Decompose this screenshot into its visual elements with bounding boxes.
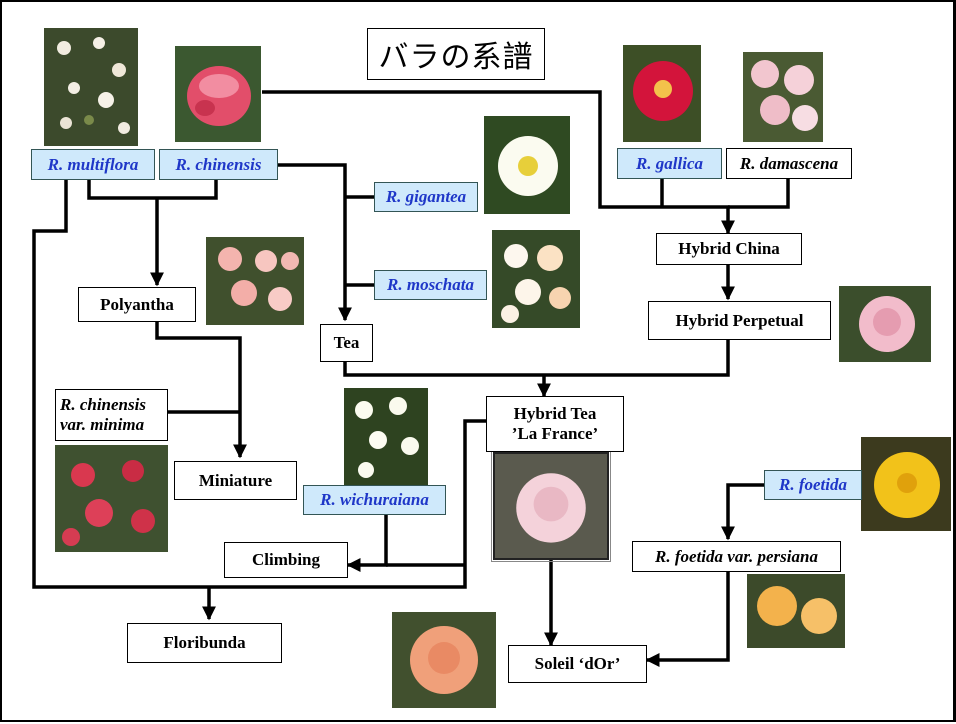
polyantha-photo — [206, 237, 304, 325]
node-hybrid-tea-la-france: Hybrid Tea ’La France’ — [486, 396, 624, 452]
minima-label-line2: var. minima — [60, 415, 145, 434]
node-climbing: Climbing — [224, 542, 348, 578]
connector-multiflora-chinensis-join — [87, 180, 218, 200]
la-france-label: ’La France’ — [511, 424, 599, 443]
la-france-photo — [491, 450, 611, 562]
node-miniature: Miniature — [174, 461, 297, 500]
node-r-gallica: R. gallica — [617, 148, 722, 179]
connector-persiana-soleil — [645, 572, 730, 667]
node-r-chinensis: R. chinensis — [159, 149, 278, 180]
node-r-gigantea: R. gigantea — [374, 182, 478, 212]
node-r-damascena: R. damascena — [726, 148, 852, 179]
hybrid-tea-label: Hybrid Tea — [513, 404, 597, 424]
connector-damascena — [728, 179, 790, 209]
connector-multiflora-route — [32, 180, 490, 589]
foetida-photo — [861, 437, 951, 531]
connector-foetida-persiana — [721, 483, 764, 541]
node-r-multiflora: R. multiflora — [31, 149, 155, 180]
soleil-dor-photo — [392, 612, 496, 708]
minima-photo — [55, 445, 168, 552]
gallica-photo — [623, 45, 701, 142]
connector-chinensis-hybrid-china — [262, 90, 735, 235]
persiana-photo — [747, 574, 845, 648]
minima-label-line1: R. chinensis — [60, 395, 146, 415]
connector-chinensis-tea — [278, 163, 352, 322]
wichuraiana-photo — [344, 388, 428, 488]
moschata-photo — [492, 230, 580, 328]
multiflora-photo — [44, 28, 138, 146]
connector-perpetual-hybrid-tea — [343, 340, 730, 377]
node-hybrid-china: Hybrid China — [656, 233, 802, 265]
node-soleil-dor: Soleil ‘dOr’ — [508, 645, 647, 683]
node-tea: Tea — [320, 324, 373, 362]
node-polyantha: Polyantha — [78, 287, 196, 322]
connector-wichuraiana-climbing — [346, 511, 388, 572]
damascena-photo — [743, 52, 823, 142]
node-r-foetida-var-persiana: R. foetida var. persiana — [632, 541, 841, 572]
node-r-moschata: R. moschata — [374, 270, 487, 300]
gigantea-photo — [484, 116, 570, 214]
node-floribunda: Floribunda — [127, 623, 282, 663]
connector-polyantha-miniature — [155, 322, 247, 459]
node-r-chinensis-var-minima: R. chinensis var. minima — [55, 389, 168, 441]
node-r-foetida: R. foetida — [764, 470, 862, 500]
node-hybrid-perpetual: Hybrid Perpetual — [648, 301, 831, 340]
diagram-title: バラの系譜 — [367, 28, 545, 80]
chinensis-photo — [175, 46, 261, 142]
node-r-wichuraiana: R. wichuraiana — [303, 485, 446, 515]
hybrid-perpetual-photo — [839, 286, 931, 362]
